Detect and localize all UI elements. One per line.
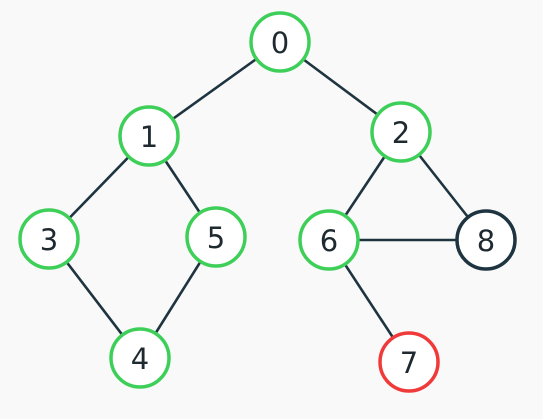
- node-circle-6: [298, 209, 360, 271]
- node-label-6: 6: [320, 224, 338, 258]
- node-2: 2: [370, 101, 432, 163]
- node-1: 1: [118, 105, 180, 167]
- node-label-1: 1: [140, 120, 158, 154]
- node-label-7: 7: [400, 346, 418, 380]
- node-5: 5: [185, 206, 247, 268]
- node-label-5: 5: [207, 221, 225, 255]
- node-6: 6: [298, 209, 360, 271]
- node-3: 3: [18, 208, 80, 270]
- node-circle-2: [370, 101, 432, 163]
- node-label-2: 2: [392, 116, 410, 150]
- node-0: 0: [249, 11, 311, 73]
- node-label-3: 3: [40, 223, 58, 257]
- node-8: 8: [455, 209, 517, 271]
- node-circle-4: [109, 327, 171, 389]
- node-4: 4: [109, 327, 171, 389]
- node-circle-0: [249, 11, 311, 73]
- node-7: 7: [378, 331, 440, 393]
- node-circle-5: [185, 206, 247, 268]
- node-circle-3: [18, 208, 80, 270]
- node-label-4: 4: [131, 342, 149, 376]
- node-circle-1: [118, 105, 180, 167]
- node-label-0: 0: [271, 26, 289, 60]
- nodes-layer: 0 1 2 3 5 6 8 4 7: [18, 11, 517, 393]
- node-circle-8: [455, 209, 517, 271]
- node-label-8: 8: [477, 224, 495, 258]
- node-circle-7: [378, 331, 440, 393]
